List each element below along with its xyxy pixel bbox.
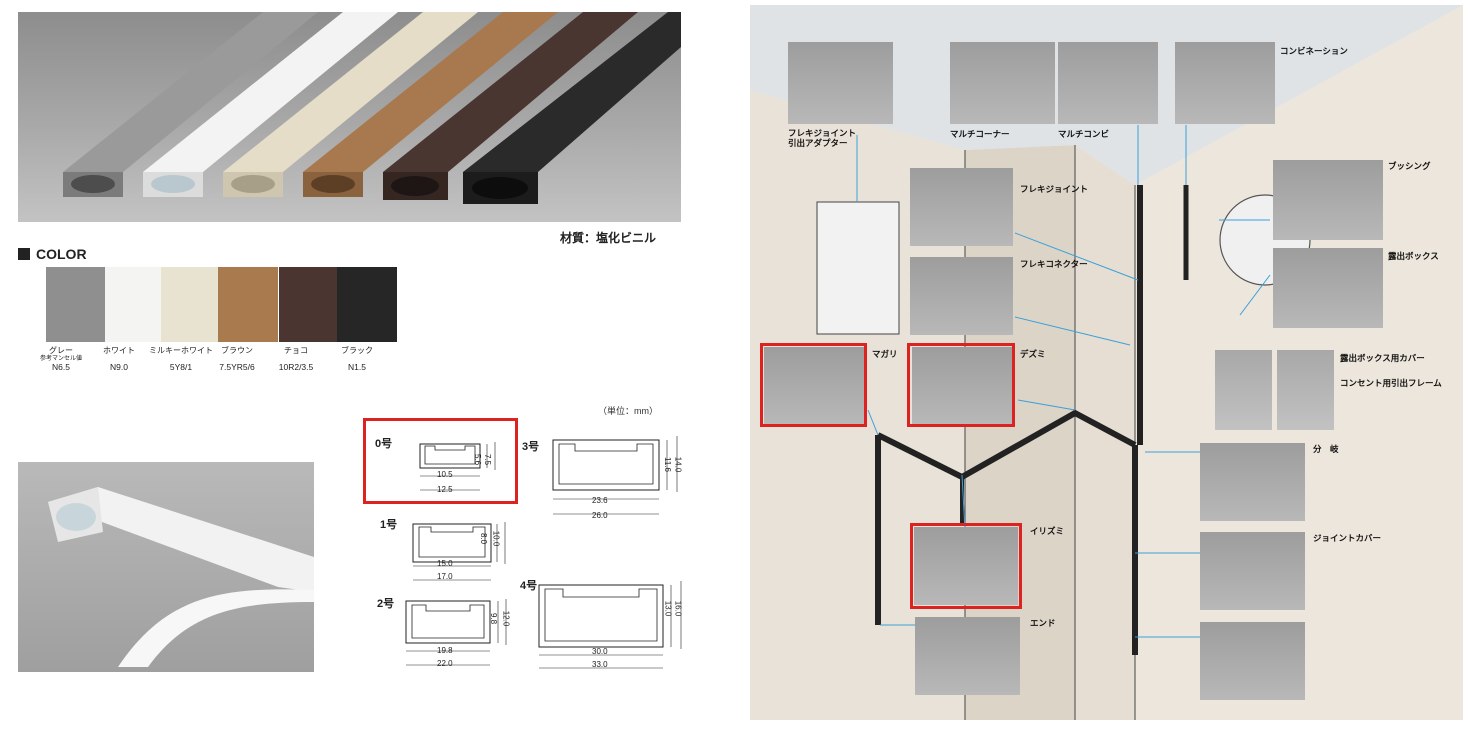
swatch-code: N6.5 — [52, 362, 70, 372]
part-combination-label: コンビネーション — [1280, 46, 1348, 56]
swatch-brown — [218, 267, 278, 342]
size-4-profile — [538, 581, 682, 669]
part-flexi-adapter-label: フレキジョイント 引出アダプター — [788, 128, 857, 148]
dim-inner-height: 11.6 — [662, 457, 672, 472]
adhesive-tape-photo — [18, 462, 314, 672]
dim-outer-height: 14.0 — [673, 456, 683, 473]
part-flexi-adapter-image — [788, 42, 893, 124]
dim-outer-width: 26.0 — [592, 511, 608, 520]
dim-outer-width: 12.5 — [437, 485, 453, 494]
dim-outer-width: 33.0 — [592, 660, 608, 669]
dim-inner-height: 8.0 — [479, 532, 489, 545]
irizumi-highlight — [910, 523, 1022, 609]
part-molding-image — [1200, 622, 1305, 700]
part-dezumi-label: デズミ — [1020, 349, 1046, 359]
parts-diagram: フレキジョイント 引出アダプター マルチコーナー マルチコンビ コンビネーション… — [750, 5, 1463, 720]
part-bushing-label: ブッシング — [1388, 161, 1431, 171]
swatch-code: N1.5 — [348, 362, 366, 372]
part-end-image — [915, 617, 1020, 695]
part-flexi-connector-label: フレキコネクター — [1020, 259, 1088, 269]
magari-highlight — [760, 343, 867, 427]
part-exposed-box-image — [1273, 248, 1383, 328]
molding-tape-illustration — [48, 487, 314, 667]
dim-inner-width: 23.6 — [592, 496, 608, 505]
part-branch-image — [1200, 443, 1305, 521]
dim-outer-height: 16.0 — [673, 600, 683, 617]
part-multi-corner-label: マルチコーナー — [950, 129, 1010, 139]
size-0-label: 0号 — [375, 438, 393, 450]
swatch-label: チョコ — [284, 346, 308, 355]
swatch-code: 7.5YR5/6 — [219, 362, 255, 372]
swatch-code: 10R2/3.5 — [278, 362, 314, 372]
part-outlet-frame-label: コンセント用引出フレーム — [1340, 378, 1442, 388]
part-bushing-image — [1273, 160, 1383, 240]
dim-inner-height: 9.8 — [489, 612, 499, 625]
part-end-label: エンド — [1030, 618, 1056, 628]
part-combination-image — [1175, 42, 1275, 124]
dim-inner-width: 19.8 — [437, 646, 453, 655]
part-outlet-frame-image — [1277, 350, 1334, 430]
dim-outer-height: 12.0 — [501, 610, 511, 627]
dim-inner-height: 5.6 — [473, 453, 483, 466]
swatch-label: ミルキーホワイト — [149, 346, 213, 355]
dezumi-highlight — [907, 343, 1015, 427]
dim-inner-width: 30.0 — [592, 647, 608, 656]
molding-illustration — [63, 12, 681, 204]
unit-note: （単位：mm） — [598, 406, 658, 416]
part-exposed-box-label: 露出ボックス — [1388, 251, 1439, 261]
size-0-highlight — [363, 418, 518, 504]
color-section-title: COLOR — [18, 246, 87, 262]
size-2-profile — [405, 599, 507, 666]
part-branch-label: 分 岐 — [1313, 444, 1339, 454]
swatch-code: N9.0 — [110, 362, 128, 372]
part-flexi-joint-image — [910, 168, 1013, 246]
size-4-label: 4号 — [520, 580, 538, 592]
part-irizumi-label: イリズミ — [1030, 526, 1065, 536]
swatch-label: ホワイト — [103, 346, 135, 355]
dim-outer-height: 10.0 — [491, 530, 501, 547]
part-joint-cover-label: ジョイントカバー — [1313, 533, 1382, 543]
swatch-white — [105, 267, 165, 342]
swatch-gray — [46, 267, 106, 342]
swatch-label: グレー 参考マンセル値 — [39, 346, 82, 362]
size-3-profile — [552, 436, 678, 515]
part-dezumi-image — [912, 347, 1012, 425]
product-hero-photo — [18, 12, 681, 222]
part-flexi-joint-label: フレキジョイント — [1020, 184, 1089, 194]
color-title-text: COLOR — [36, 246, 87, 262]
part-box-cover-image — [1215, 350, 1272, 430]
part-joint-cover-image — [1200, 532, 1305, 610]
swatch-label: ブラウン — [221, 346, 253, 355]
size-0-profile — [419, 442, 496, 491]
dim-outer-height: 7.5 — [483, 453, 493, 466]
part-multi-combi-label: マルチコンビ — [1058, 129, 1110, 139]
swatch-black — [337, 267, 397, 342]
dim-outer-width: 22.0 — [437, 659, 453, 668]
part-multi-corner-image — [950, 42, 1055, 124]
swatch-choco — [279, 267, 339, 342]
swatch-milky-white — [161, 267, 221, 342]
part-magari-image — [764, 347, 864, 425]
dim-inner-width: 15.0 — [437, 559, 453, 568]
size-2-label: 2号 — [377, 598, 395, 610]
size-3-label: 3号 — [522, 441, 540, 453]
dim-outer-width: 17.0 — [437, 572, 453, 581]
part-irizumi-image — [914, 527, 1018, 605]
part-box-cover-label: 露出ボックス用カバー — [1340, 353, 1425, 363]
part-magari-label: マガリ — [872, 349, 898, 359]
part-flexi-connector-image — [910, 257, 1013, 335]
dim-inner-height: 13.0 — [663, 600, 673, 617]
material-note: 材質：塩化ビニル — [560, 231, 657, 245]
dim-inner-width: 10.5 — [437, 470, 453, 479]
size-1-profile — [412, 522, 506, 581]
swatch-code: 5Y8/1 — [169, 362, 193, 372]
square-bullet-icon — [18, 248, 30, 260]
size-1-label: 1号 — [380, 519, 398, 531]
part-multi-combi-image — [1058, 42, 1158, 124]
swatch-label: ブラック — [341, 346, 373, 355]
